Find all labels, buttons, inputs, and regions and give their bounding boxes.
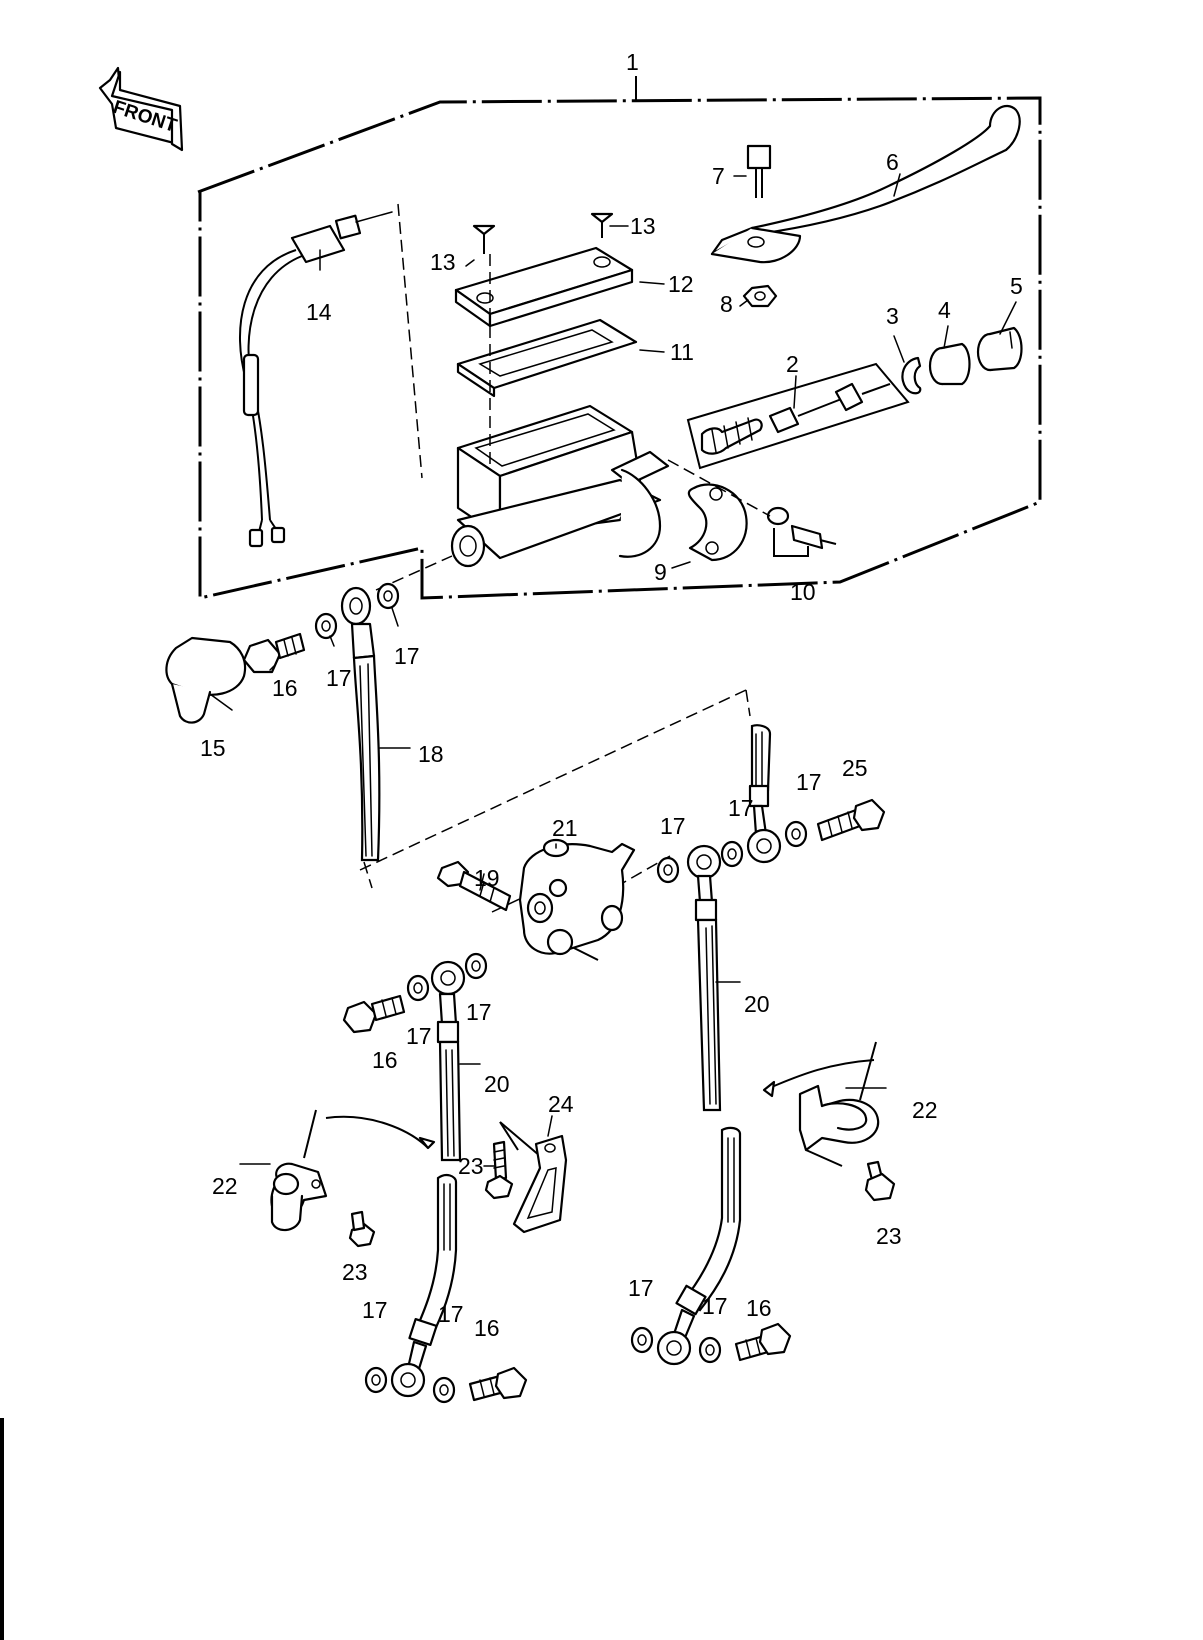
left-middle-hose [430,960,466,1162]
clamp-bolt-center [484,1140,514,1200]
callout-10: 10 [790,579,816,605]
callout-17-lower-right-a: 17 [628,1275,654,1301]
callout-23-right: 23 [876,1223,902,1249]
callout-23-center: 23 [458,1153,484,1179]
hose-bracket [512,1134,568,1234]
lower-left-banjo-bolt [468,1366,528,1402]
hose-clamp-left [270,1162,328,1232]
callout-14: 14 [306,299,332,325]
brake-lever [710,104,1021,264]
callout-17-mid-right: 17 [466,999,492,1025]
callout-16-mid: 16 [372,1047,398,1073]
leader-lines [209,173,1017,1167]
callout-17-front-right: 17 [394,643,420,669]
front-hose [340,586,381,862]
left-middle-banjo-bolt [342,994,406,1034]
callout-17-upper-right: 17 [796,769,822,795]
callout-9: 9 [654,559,667,585]
joint-washer-right [656,856,680,884]
dust-boot [976,326,1023,372]
callout-1: 1 [626,49,639,75]
upper-right-washer-a [784,820,808,848]
callout-21: 21 [552,815,578,841]
lever-nut [742,284,778,308]
lower-right-banjo-bolt [734,1322,792,1362]
routing-arrows [303,1041,877,1159]
callout-13-left: 13 [430,249,456,275]
reservoir-cap [454,246,634,328]
left-edge-mark [0,1418,4,1640]
callout-7: 7 [712,163,725,189]
callout-17-upper-mid: 17 [728,795,754,821]
callout-8: 8 [720,291,733,317]
lower-right-washer-a [630,1326,654,1354]
right-upper-hose [746,724,782,864]
hose-clamp-right [798,1084,880,1167]
diaphragm [456,318,638,398]
piston-assembly [686,362,910,470]
callout-23-left: 23 [342,1259,368,1285]
callout-3: 3 [886,303,899,329]
callout-13-right: 13 [630,213,656,239]
callout-17-mid-left: 17 [406,1023,432,1049]
callout-18: 18 [418,741,444,767]
clamp-bolt-right [864,1160,896,1202]
callout-12: 12 [668,271,694,297]
joint-mounting-bolt [436,860,512,912]
callout-11: 11 [670,339,694,365]
assembly-guide-lines [375,203,771,591]
brake-hose-joint [518,838,636,961]
master-cylinder-body [450,404,670,568]
front-washer-right [376,582,400,610]
callout-16-lower-right: 16 [746,1295,772,1321]
lower-left-washer-a [364,1366,388,1394]
brake-light-switch [238,211,393,548]
left-middle-washer-b [464,952,488,980]
stopper [928,342,971,386]
callout-19: 19 [474,865,500,891]
cap-screws [472,212,614,254]
front-direction-arrow: FRONT [98,66,184,152]
assembly-1-frame [197,76,1042,600]
callout-22-right: 22 [912,1097,938,1123]
front-washer-left [314,612,338,640]
lower-left-washer-b [432,1376,456,1404]
callout-6: 6 [886,149,899,175]
lever-pivot-bolt [746,144,772,198]
callout-25: 25 [842,755,868,781]
callout-17-lower-right-b: 17 [702,1293,728,1319]
lower-left-hose [390,1173,458,1398]
callout-22-left: 22 [212,1173,238,1199]
callout-17-lower-left-b: 17 [438,1301,464,1327]
front-banjo-cover [165,636,247,724]
front-banjo-bolt [242,632,306,674]
lower-right-washer-b [698,1336,722,1364]
upper-right-washer-b [720,840,744,868]
clamp-bolt-left [348,1210,376,1248]
clamp-bolts [766,506,837,557]
callout-17-front-left: 17 [326,665,352,691]
upper-banjo-bolt-25 [816,798,886,842]
callout-17-lower-left-a: 17 [362,1297,388,1323]
left-middle-washer-a [406,974,430,1002]
callout-2: 2 [786,351,799,377]
circlip [901,356,922,395]
callout-16-lower-left: 16 [474,1315,500,1341]
right-middle-hose [686,844,722,1112]
callout-16-front: 16 [272,675,298,701]
callout-20-right: 20 [744,991,770,1017]
callout-labels: 1 7 6 13 13 12 8 14 3 4 5 11 2 9 10 17 1… [200,49,1023,1341]
callout-24: 24 [548,1091,574,1117]
handlebar-clamp [687,483,748,562]
callout-15: 15 [200,735,226,761]
lower-right-hose [656,1126,742,1366]
callout-4: 4 [938,297,951,323]
callout-5: 5 [1010,273,1023,299]
callout-17-joint: 17 [660,813,686,839]
callout-20-left: 20 [484,1071,510,1097]
hose-route-guide [359,689,751,913]
